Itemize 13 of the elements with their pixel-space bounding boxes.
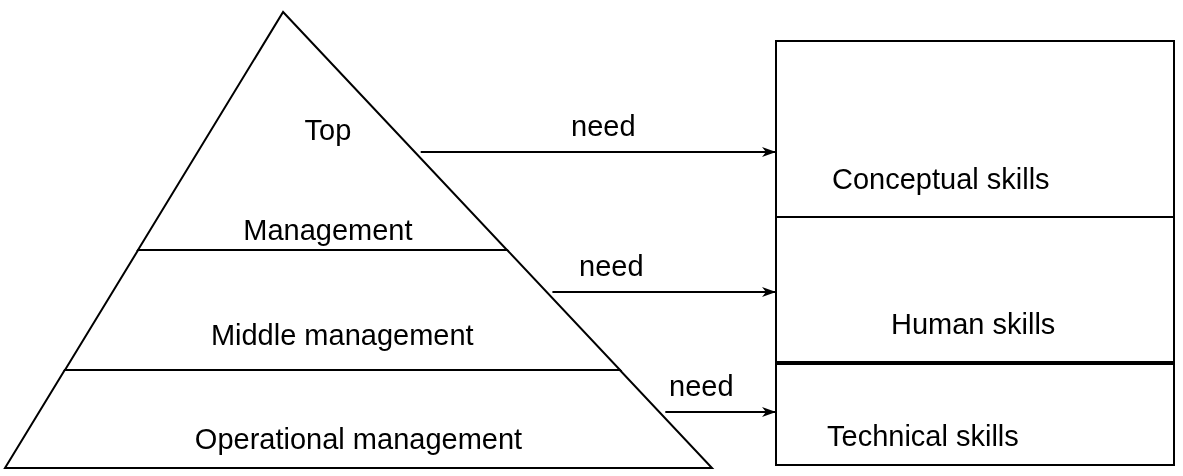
arrow bbox=[419, 147, 776, 157]
skill-box bbox=[775, 40, 1175, 218]
node-label: Top Management bbox=[242, 113, 414, 248]
skill-box bbox=[775, 216, 1175, 363]
arrow bbox=[551, 287, 776, 297]
node-label: Technical skills bbox=[827, 419, 1019, 454]
node-label: Human skills bbox=[891, 307, 1056, 342]
pyramid-level bbox=[137, 12, 507, 250]
node-label: Operational management bbox=[193, 422, 524, 457]
node-label: Conceptual skills bbox=[832, 162, 1050, 197]
node-label: Middle management bbox=[209, 318, 475, 353]
arrow bbox=[664, 407, 776, 417]
skill-box bbox=[775, 363, 1175, 466]
